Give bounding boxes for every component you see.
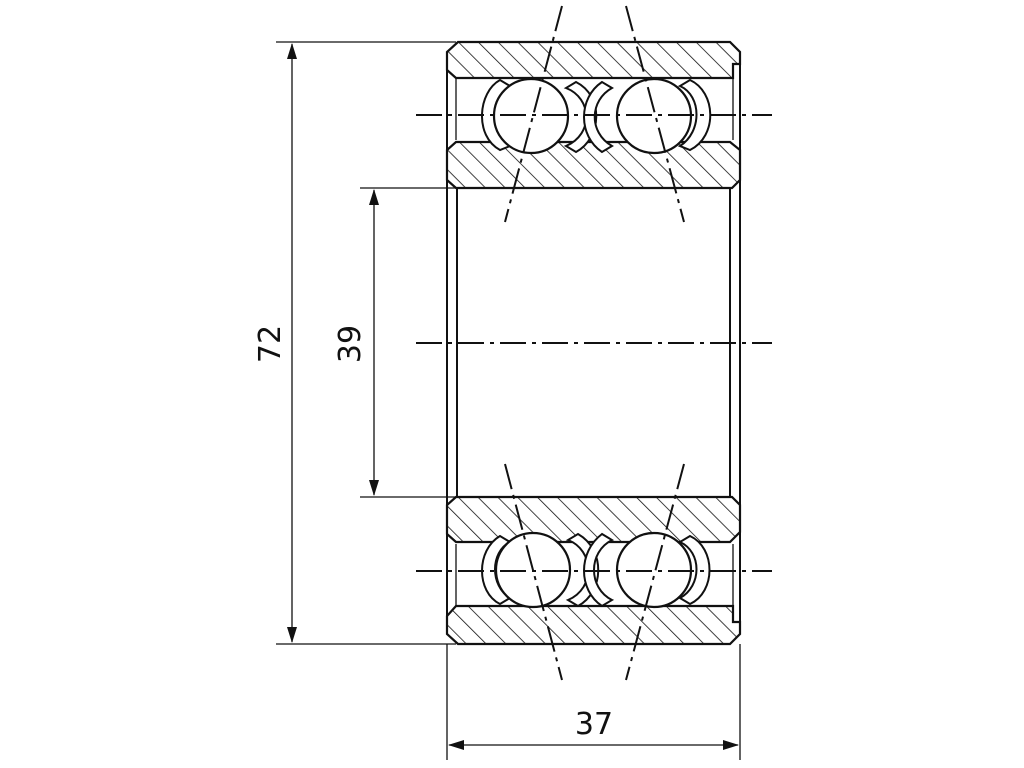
upper-outer-ring — [445, 40, 742, 80]
lower-right-cage — [583, 532, 711, 608]
width-label: 37 — [575, 707, 613, 742]
dimension-outer-diameter: 72 — [253, 43, 297, 643]
outer-diameter-label: 72 — [253, 325, 288, 363]
bore-diameter-label: 39 — [333, 325, 368, 363]
lower-outer-ring — [445, 604, 742, 646]
extension-lines — [276, 41, 741, 760]
upper-right-cage — [583, 78, 712, 154]
center-lines — [416, 114, 772, 572]
lower-inner-ring — [445, 495, 742, 544]
dimension-width: 37 — [448, 707, 739, 750]
dimension-bore-diameter: 39 — [333, 189, 379, 496]
contact-angle-lines — [504, 5, 685, 681]
bore — [446, 188, 741, 497]
upper-inner-ring — [445, 140, 742, 190]
lower-outer-body — [446, 497, 741, 622]
